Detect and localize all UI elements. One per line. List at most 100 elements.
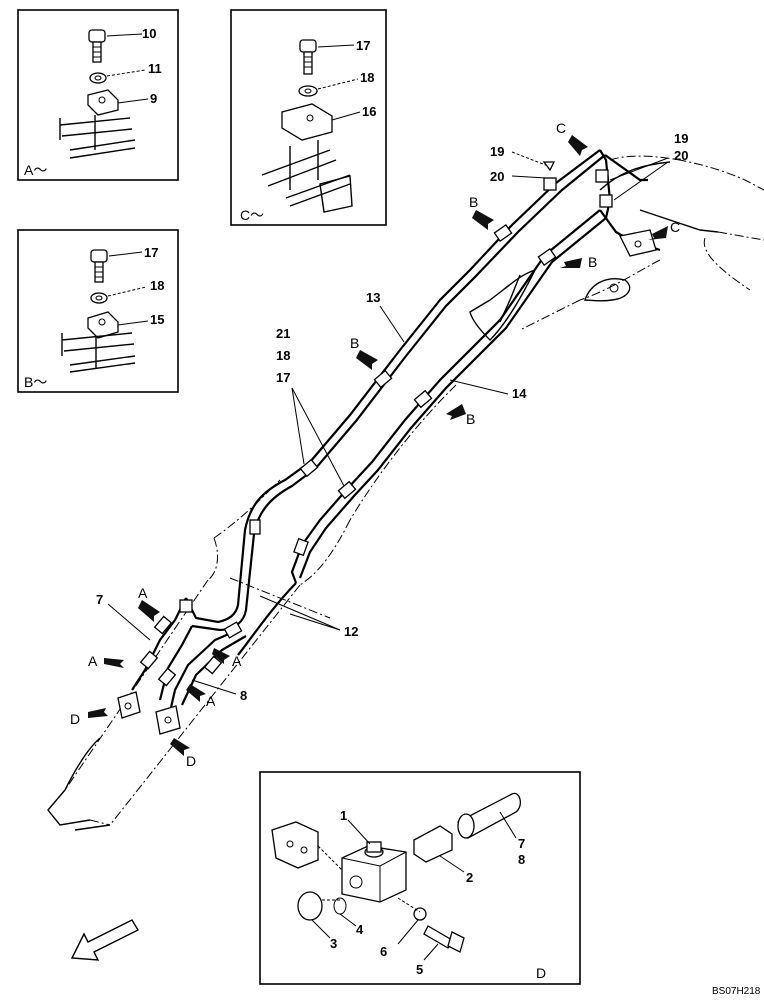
view-marker-a: A [206,693,216,709]
callout-8: 8 [518,852,525,867]
boom-outline [47,155,764,831]
detail-box-d-frame [259,771,581,985]
clamp-icon [537,247,557,267]
callout-7: 7 [96,592,103,607]
arrow-icon [648,226,668,240]
detail-b-title: B～ [24,374,47,390]
detail-box-b: 17 18 15 B～ [17,229,179,393]
detail-a-title: A～ [24,162,47,178]
arrow-icon [568,135,588,156]
callout-21: 21 [276,326,290,341]
view-marker-a: A [138,585,148,601]
callout-8: 8 [240,688,247,703]
end-fittings [117,229,657,735]
washer-icon [89,72,107,84]
callout-17: 17 [356,38,370,53]
washer-icon [298,85,318,97]
callout-18: 18 [276,348,290,363]
arrow-icon [212,648,230,664]
washer-icon [413,907,427,921]
view-marker-b: B [466,411,475,427]
arrow-icon [560,258,582,268]
view-marker-b: B [469,194,478,210]
view-marker-b: B [588,254,597,270]
clamp-icon [87,89,119,116]
callout-12: 12 [344,624,358,639]
drawing-code: BS07H218 [712,986,761,997]
arrow-icon [356,350,378,370]
callout-5: 5 [416,962,423,977]
callout-19: 19 [674,131,688,146]
bolt-icon [423,925,453,949]
callout-18: 18 [360,70,374,85]
view-marker-d: D [70,711,80,727]
arrow-icon [186,684,206,702]
clamp-icon [139,650,159,670]
main-callouts: 19 20 19 20 13 14 21 18 17 12 7 8 [96,131,688,703]
callout-20: 20 [674,148,688,163]
callout-13: 13 [366,290,380,305]
detail-d-title: D [536,965,546,981]
callout-2: 2 [466,870,473,885]
callout-9: 9 [150,91,157,106]
callout-10: 10 [142,26,156,41]
pipe-clamps [139,169,613,687]
bolt-icon [90,249,108,283]
view-marker-c: C [556,120,566,136]
view-arrows: C C B B B B A A A A D D [70,120,680,769]
callout-7: 7 [518,836,525,851]
view-marker-c: C [670,219,680,235]
clamp-icon [599,194,613,208]
arrow-icon [446,404,466,420]
view-marker-d: D [186,753,196,769]
callout-15: 15 [150,312,164,327]
clamp-icon [223,621,243,639]
view-marker-a: A [232,653,242,669]
plug-icon [297,891,323,921]
callout-1: 1 [340,808,347,823]
fitting-icon [117,691,141,719]
callout-16: 16 [362,104,376,119]
fitting-icon [619,229,657,257]
piping [131,149,661,713]
bolt-icon [299,39,317,75]
callout-4: 4 [356,922,364,937]
screw-icon [542,161,556,172]
arrow-icon [472,210,494,230]
clamp-icon [595,169,609,183]
arrow-icon [88,708,108,718]
clamp-icon [543,177,557,191]
callout-17: 17 [144,245,158,260]
arrow-icon [138,600,160,622]
callout-17: 17 [276,370,290,385]
fitting-icon [155,705,181,735]
clamp-icon [179,599,193,613]
detail-c-title: C～ [240,207,264,223]
detail-box-d: 1 2 7 8 3 4 6 5 D [259,771,581,985]
arrow-icon [104,658,124,668]
clamp-icon [281,103,333,141]
clamp-icon [153,615,173,635]
detail-box-a: 10 11 9 A～ [17,9,179,181]
arrow-icon [170,738,190,756]
clamp-icon [87,311,119,339]
callout-19: 19 [490,144,504,159]
view-marker-a: A [88,653,98,669]
bolt-icon [88,29,106,63]
callout-6: 6 [380,944,387,959]
callout-3: 3 [330,936,337,951]
callout-18: 18 [150,278,164,293]
callout-14: 14 [512,386,527,401]
detail-box-c: 17 18 16 C～ [230,9,387,226]
clamp-icon [293,537,309,557]
clamp-icon [337,480,357,500]
clamp-icon [249,519,261,535]
clamp-icon [413,389,433,409]
clamp-icon [157,667,177,687]
clamp-icon [203,655,223,675]
bracket-icon [271,821,319,869]
callout-20: 20 [490,169,504,184]
clamp-icon [373,369,393,389]
washer-icon [90,292,108,304]
